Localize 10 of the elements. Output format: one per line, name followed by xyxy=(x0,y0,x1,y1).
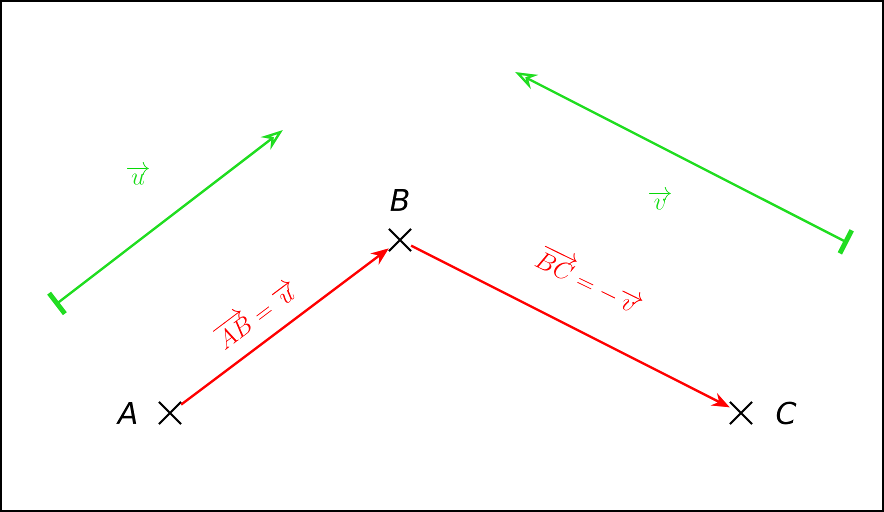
vector-label: $\overrightarrow{v}$ xyxy=(648,187,672,210)
point-label: C xyxy=(776,402,796,424)
edge-label: $\overrightarrow{BC} = -\overrightarrow{v}$ xyxy=(534,246,642,310)
point-label: A xyxy=(116,402,136,424)
point-mark xyxy=(388,228,412,252)
point-mark xyxy=(728,400,754,426)
point-label: B xyxy=(390,189,408,211)
vector-label: $\overrightarrow{u}$ xyxy=(126,162,150,185)
point-mark xyxy=(158,400,182,426)
edge-label: $\overrightarrow{AB} = \overrightarrow{u}$ xyxy=(212,280,294,350)
